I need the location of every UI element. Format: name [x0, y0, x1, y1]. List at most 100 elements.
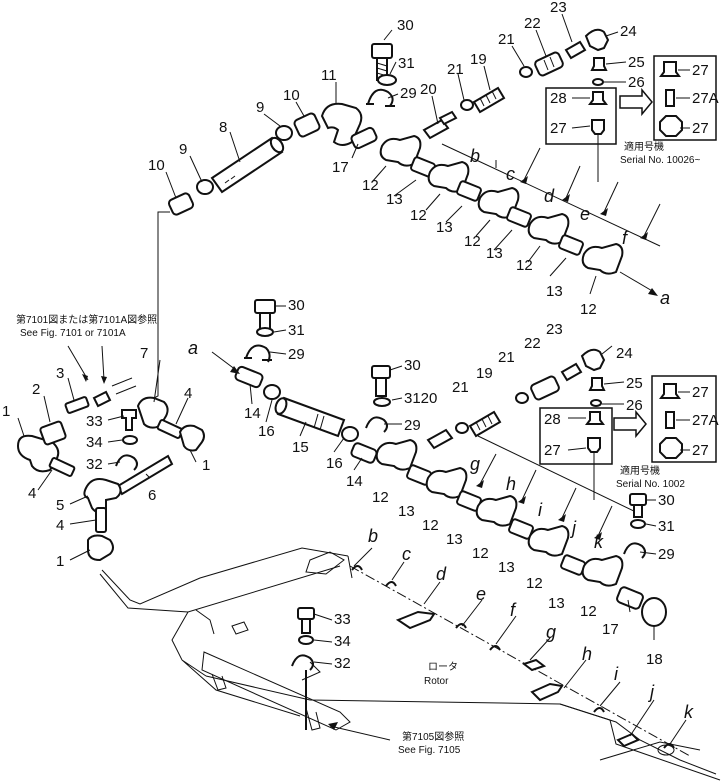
serial-label-top-jp: 適用号機 [624, 140, 664, 153]
replacement-box [653, 55, 717, 141]
nipple-3-icon [64, 396, 90, 414]
washer-34b-icon [298, 635, 314, 645]
branch-letter: f [622, 228, 629, 248]
serial-label-top: Serial No. 10026~ [620, 155, 700, 166]
callout: 19 [476, 365, 493, 382]
fitting-27-icon [591, 119, 605, 135]
callout: 12 [472, 545, 489, 562]
callout: 25 [628, 54, 645, 71]
callout: 13 [498, 559, 515, 576]
branch-letter: c [506, 164, 515, 184]
clamp-29d-icon [623, 542, 646, 559]
nut-27b-icon [659, 437, 683, 459]
callout: 10 [148, 157, 165, 174]
callout: 13 [446, 531, 463, 548]
callout: 30 [658, 492, 675, 509]
replace-arrow-b-icon [613, 409, 647, 439]
callout: 12 [580, 301, 597, 318]
callout: 6 [148, 487, 156, 504]
fitting-20-icon [422, 118, 450, 140]
branch-letter: j [569, 518, 577, 538]
coupler-10b-icon [167, 192, 195, 216]
callout: 32 [86, 456, 103, 473]
branch-letter: i [614, 664, 619, 684]
nipple-4b-icon [48, 457, 76, 477]
callout: 20 [420, 81, 437, 98]
clamp-21b-icon [519, 66, 533, 78]
branch-bracket-bottom [476, 435, 641, 540]
nipple-4c-icon [95, 507, 107, 533]
serial-label-bottom-jp: 適用号機 [620, 464, 660, 477]
callout: 13 [546, 283, 563, 300]
ring-26-icon [592, 78, 604, 86]
callout: 21 [452, 379, 469, 396]
adapter-left-icon [92, 390, 112, 408]
branch-letter: a [188, 338, 198, 358]
branch-letter: f [510, 600, 517, 620]
callout: 27 [550, 120, 567, 137]
callout: 14 [346, 473, 363, 490]
callout: 26 [626, 397, 643, 414]
nut-27-icon [659, 115, 683, 137]
branch-letter: e [476, 584, 486, 604]
hose-19b-icon [468, 410, 502, 438]
callout: 18 [646, 651, 663, 668]
plug-25b-icon [588, 377, 606, 391]
tee-chain-top [379, 134, 624, 275]
callout: 28 [550, 90, 567, 107]
nipple-14a-icon [234, 365, 264, 389]
callout: 10 [283, 87, 300, 104]
callout: 19 [470, 51, 487, 68]
serial-label-bottom: Serial No. 1002 [616, 479, 685, 490]
washer-31c-icon [373, 397, 391, 407]
callout: 15 [292, 439, 309, 456]
callout: 12 [580, 603, 597, 620]
callout: 21 [498, 31, 515, 48]
fitting-28b-icon [585, 411, 605, 425]
callout: 26 [628, 74, 645, 91]
notes: 適用号機 Serial No. 10026~ 適用号機 Serial No. 1… [16, 140, 700, 756]
adapter-22-icon [534, 51, 564, 77]
callout: 9 [256, 99, 264, 116]
branch-letter: b [470, 146, 480, 166]
callout: 31 [288, 322, 305, 339]
branch-letter: d [544, 186, 555, 206]
callout: 24 [616, 345, 633, 362]
callout: 9 [179, 141, 187, 158]
branch-letter: b [368, 526, 378, 546]
callout: 27 [692, 120, 709, 137]
callout: 30 [397, 17, 414, 34]
callout: 12 [526, 575, 543, 592]
callout: 11 [321, 67, 337, 84]
replacement-box-b [651, 375, 717, 463]
hose-19-icon [472, 86, 506, 114]
pipe-15-icon [274, 396, 346, 438]
washer-31b-icon [256, 327, 274, 337]
callout-leaders [17, 13, 690, 665]
clamp-29b-icon [244, 344, 272, 363]
callout: 8 [219, 119, 227, 136]
callout: 24 [620, 23, 637, 40]
elbow-24-icon [584, 28, 610, 52]
callout: 27 [692, 384, 709, 401]
fitting-27b-icon [587, 437, 601, 453]
bolt-30b-icon [254, 299, 276, 330]
tee-chain-bottom [375, 438, 667, 627]
washer-31-icon [377, 74, 397, 86]
bolt-33b-icon [297, 607, 315, 634]
plug-25-icon [590, 57, 608, 71]
rotor-clamps [351, 565, 675, 749]
branch-letter: j [647, 682, 655, 702]
callout: 23 [550, 0, 567, 16]
callout: 4 [28, 485, 36, 502]
callout: 1 [202, 457, 210, 474]
callout: 3 [56, 365, 64, 382]
callout: 13 [398, 503, 415, 520]
callout: 27 [692, 442, 709, 459]
callout: 12 [422, 517, 439, 534]
fitting-27rb-icon [659, 383, 681, 399]
branch-letter: k [594, 532, 604, 552]
fitting-2-icon [39, 420, 67, 446]
bottom-assembly [99, 299, 721, 781]
elbow-24b-icon [580, 348, 606, 372]
